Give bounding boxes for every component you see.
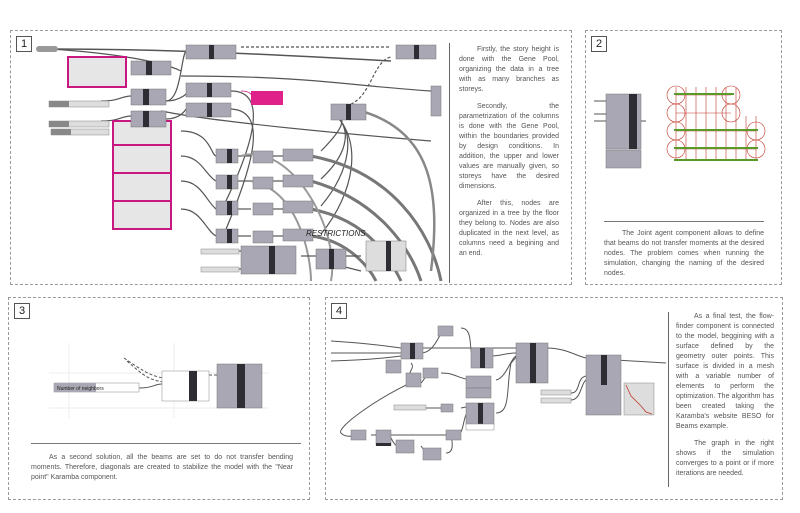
paragraph: Firstly, the story height is done with t… [459,46,559,93]
panel-1: 1 [10,30,572,285]
panel-number: 3 [14,303,30,319]
panel-4: 4 [325,297,783,500]
joint-agent-diagram [594,85,766,169]
divider [31,443,301,444]
panel-number: 4 [331,303,347,319]
gene-pool-4 [112,172,172,202]
panel-3-caption: As a second solution, all the beams are … [31,454,293,481]
panel-1-text: Firstly, the story height is done with t… [459,45,559,266]
convergence-line [625,384,653,415]
near-points-component [161,370,210,402]
paragraph: As a final test, the flow-finder compone… [676,313,774,430]
paragraph: Secondly, the parametrization of the col… [459,103,559,190]
panel-2: 2 The Joint agent component allows to de… [585,30,782,285]
slider-label: Number of neighbors [57,386,104,392]
gene-pool-1 [67,56,127,88]
paragraph: The graph in the right shows if the simu… [676,440,774,477]
panel-4-text: As a final test, the flow-finder compone… [676,312,774,486]
divider [604,221,764,222]
divider [449,43,450,283]
divider [668,312,669,487]
gene-pool-5 [112,200,172,230]
restrictions-label: RESTRICTIONS [306,229,366,238]
gene-pool-3 [112,144,172,174]
grasshopper-definition-1: RESTRICTIONS [36,44,443,282]
near-point-definition: Number of neighbors [49,343,269,418]
colour-swatch [251,91,283,105]
number-input [36,46,58,52]
panel-2-caption: The Joint agent component allows to defi… [604,230,764,277]
paragraph: After this, nodes are organized in a tre… [459,200,559,257]
panel-number: 1 [16,36,32,52]
beso-definition [330,325,666,461]
panel-number: 2 [591,36,607,52]
convergence-graph [623,382,655,416]
panel-3: 3 Number of neighbors As a second soluti… [8,297,310,500]
structure-grid [666,85,766,161]
